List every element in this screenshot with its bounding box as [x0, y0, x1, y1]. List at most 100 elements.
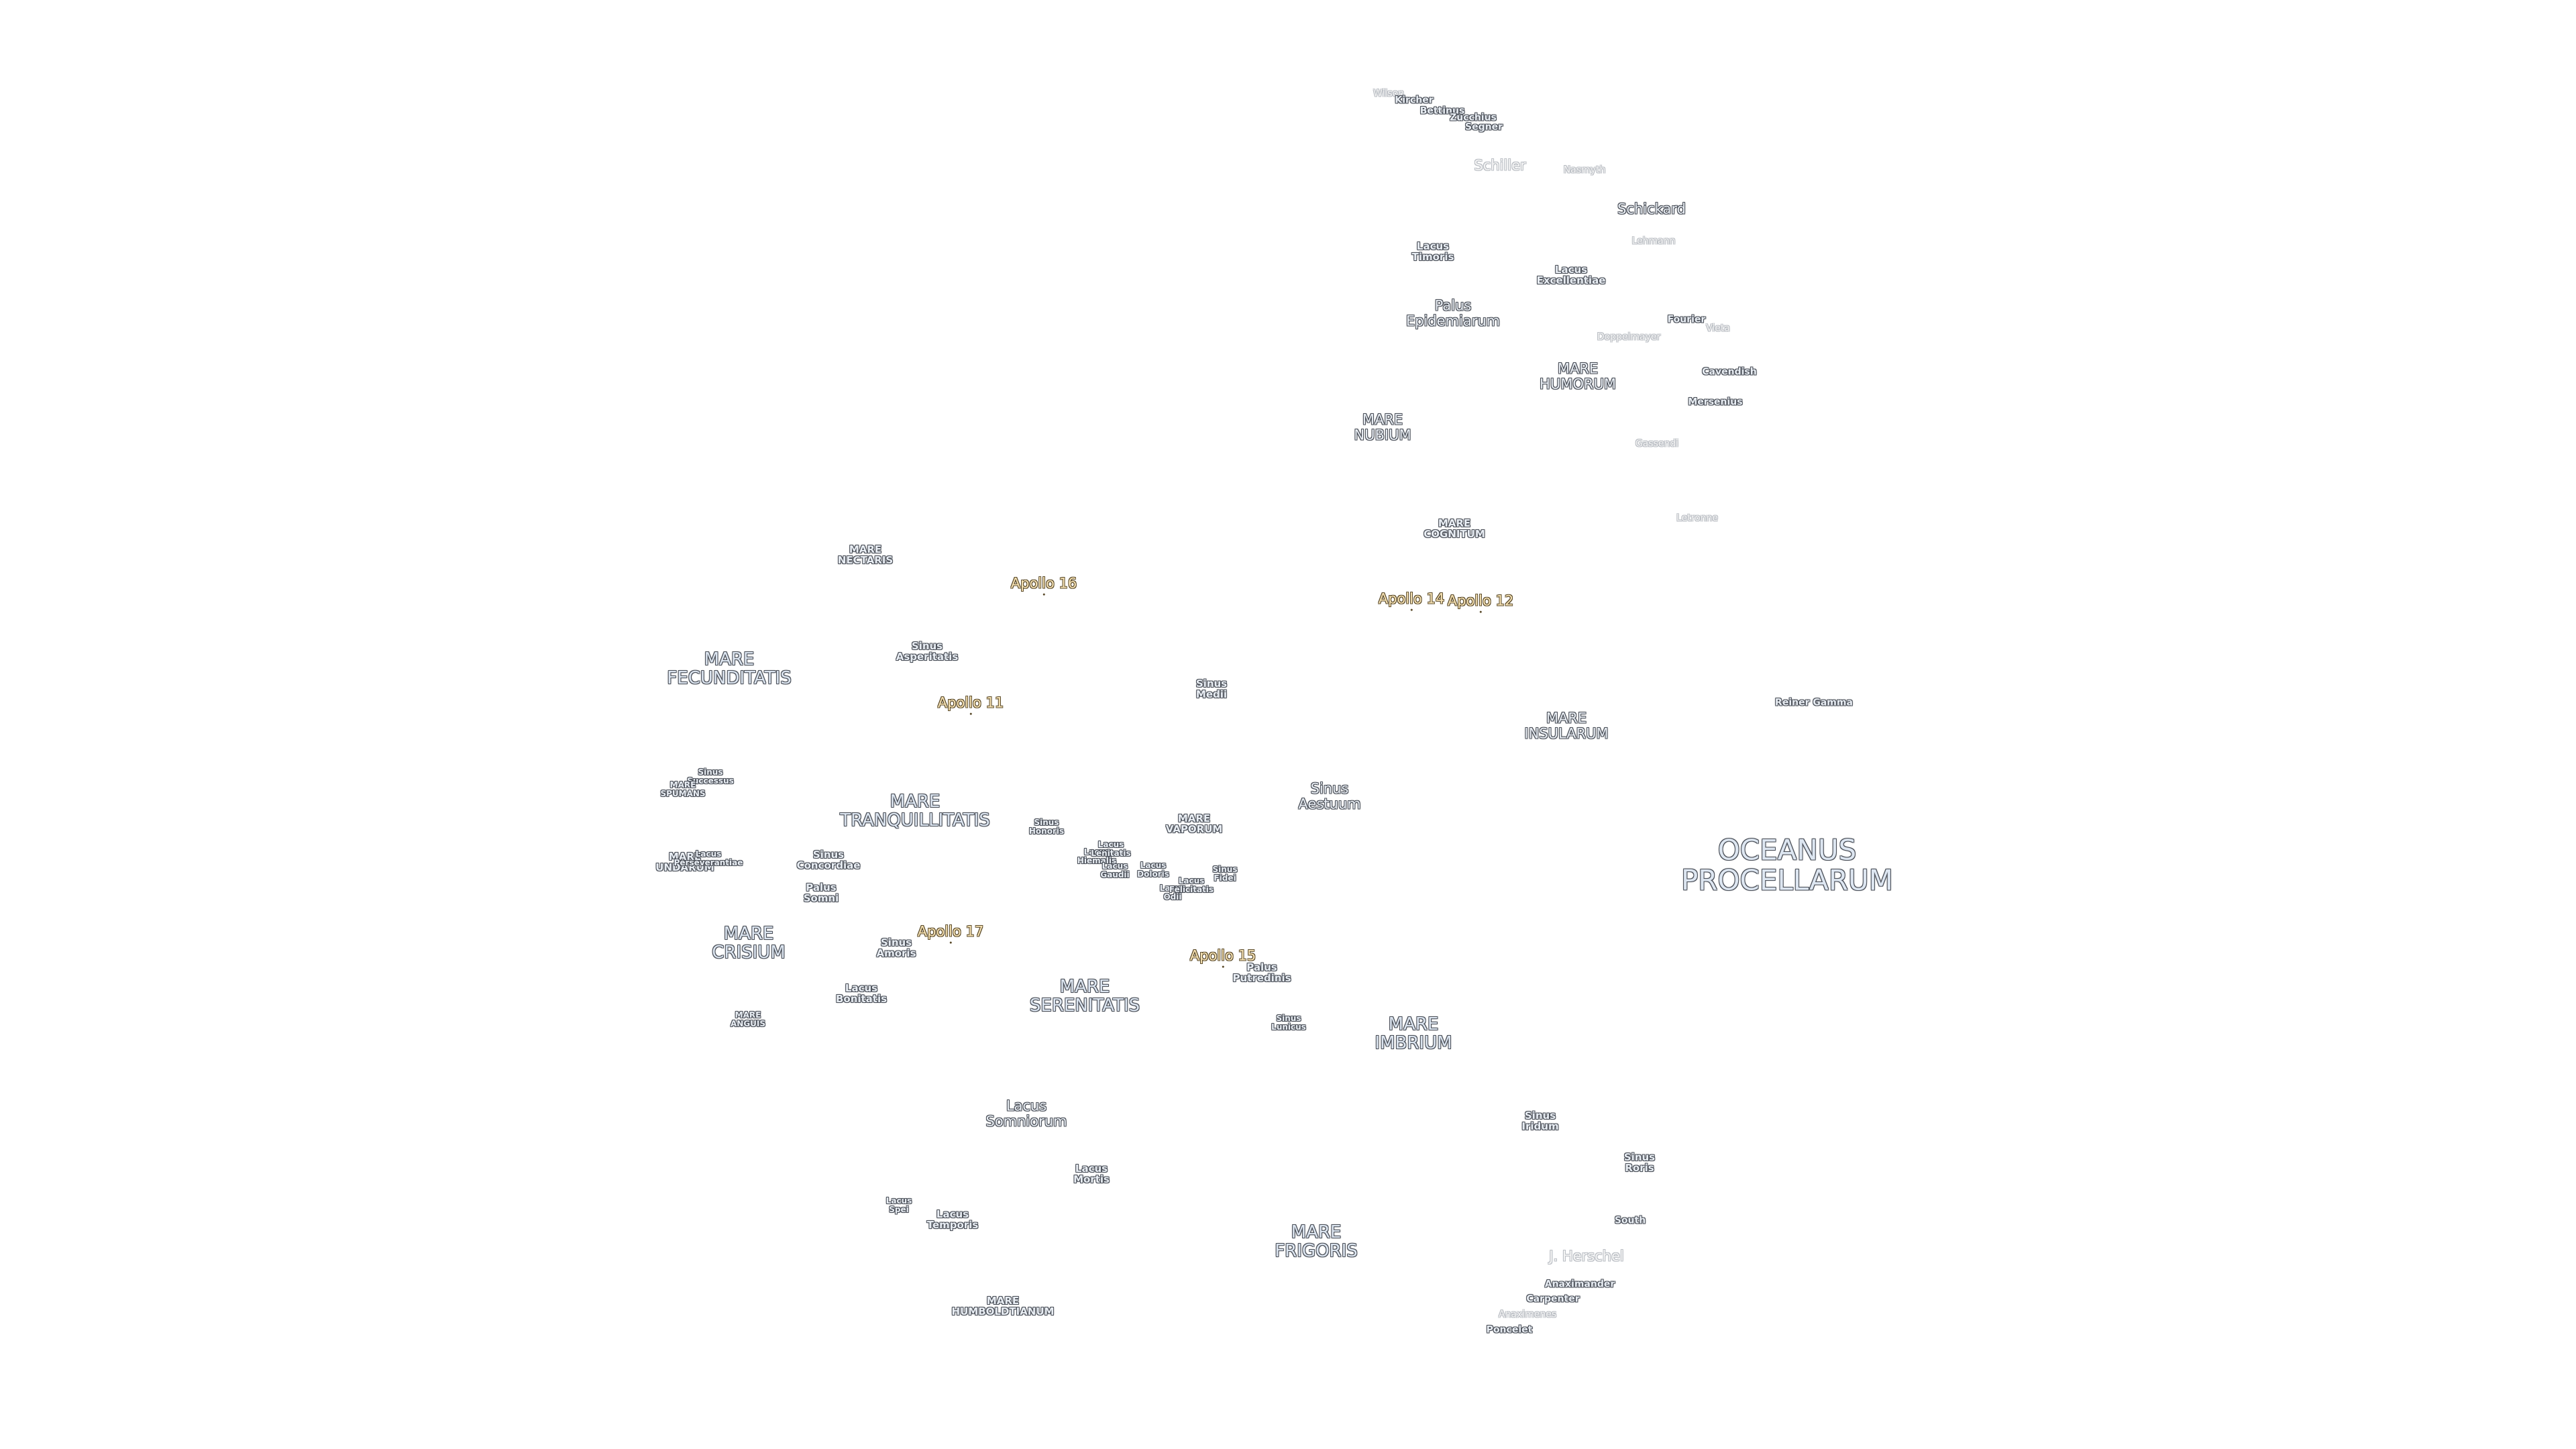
label-line: Felicitatis — [1169, 885, 1214, 894]
label-line: Lacus — [845, 981, 878, 994]
label-line: Apollo 12 — [1447, 592, 1514, 609]
label-line: Spei — [889, 1205, 909, 1214]
label-line: Honoris — [1028, 826, 1065, 836]
label-line: Apollo 15 — [1189, 947, 1256, 964]
label-cavendish: Cavendish — [1702, 367, 1756, 377]
label-apollo-15: Apollo 15 — [1189, 947, 1256, 967]
label-line: NECTARIS — [837, 554, 894, 566]
label-apollo-17: Apollo 17 — [917, 923, 984, 943]
label-line: Lacus — [885, 1196, 912, 1206]
label-line: INSULARUM — [1524, 725, 1609, 741]
label-line: Temporis — [926, 1219, 979, 1231]
label-line: Lacus — [936, 1208, 969, 1220]
label-fourier: Fourier — [1668, 315, 1706, 325]
label-mersenius: Mersenius — [1688, 397, 1742, 407]
label-line: TRANQUILLITATIS — [840, 810, 990, 830]
label-line: FECUNDITATIS — [667, 668, 792, 688]
label-line: MARE — [1059, 976, 1110, 997]
label-line: Sinus — [1524, 1109, 1556, 1122]
label-line: J. Herschel — [1549, 1248, 1624, 1265]
label-line: Lacus — [1140, 861, 1167, 871]
label-line: Mersenius — [1688, 396, 1743, 408]
label-line: Somniorum — [985, 1113, 1067, 1129]
label-line: MARE — [986, 1294, 1020, 1307]
label-line: MARE — [704, 649, 755, 669]
label-line: Lacus — [1097, 840, 1124, 850]
label-line: Lehmann — [1631, 235, 1676, 247]
label-apollo-12: Apollo 12 — [1447, 592, 1514, 612]
label-line: Roris — [1625, 1162, 1654, 1174]
label-line: Schiller — [1474, 157, 1526, 174]
label-line: HUMORUM — [1540, 376, 1616, 392]
label-line: MARE — [669, 780, 696, 790]
label-line: Iridum — [1521, 1120, 1559, 1132]
label-gassendi: Gassendi — [1635, 439, 1678, 449]
label-line: Putredinis — [1232, 972, 1291, 984]
label-kircher: Kircher — [1395, 95, 1433, 105]
label-line: Somni — [803, 892, 839, 904]
label-line: Apollo 17 — [917, 923, 984, 940]
label-line: MARE — [890, 791, 941, 812]
label-line: Sinus — [911, 639, 943, 652]
label-line: Sinus — [812, 848, 845, 861]
label-line: Reiner Gamma — [1775, 697, 1853, 708]
label-line: Lunicus — [1271, 1022, 1306, 1032]
label-line: Excellentiae — [1536, 274, 1606, 286]
label-anaximenes: Anaximenes — [1499, 1309, 1556, 1320]
label-bettinus: Bettinus — [1420, 106, 1465, 116]
label-line: Sinus — [1276, 1014, 1301, 1024]
label-line: Mortis — [1073, 1173, 1110, 1185]
label-line: NUBIUM — [1354, 427, 1411, 443]
label-line: Hiemalis — [1077, 856, 1117, 865]
label-line: Palus — [806, 881, 837, 894]
label-schickard: Schickard — [1617, 201, 1686, 217]
label-lehmann: Lehmann — [1631, 236, 1675, 246]
label-line: Cavendish — [1702, 366, 1757, 378]
label-line: Anaximenes — [1498, 1309, 1557, 1320]
label-line: Lacus — [1083, 847, 1110, 857]
label-line: Wilson — [1373, 88, 1405, 99]
label-line: MARE — [735, 1010, 761, 1020]
label-line: Concordiae — [796, 859, 861, 871]
label-line: Sinus — [1195, 677, 1228, 690]
label-line: MARE — [1438, 517, 1471, 529]
label-line: Lacus — [1102, 861, 1128, 871]
label-line: Nasmyth — [1563, 164, 1606, 176]
label-line: Aestuum — [1298, 796, 1361, 812]
label-line: Gaudii — [1100, 870, 1130, 879]
label-line: Lacus — [1159, 883, 1186, 894]
label-line: Sinus — [698, 767, 723, 777]
label-line: OCEANUS — [1717, 833, 1857, 867]
label-reiner-gamma: Reiner Gamma — [1775, 698, 1853, 708]
label-line: Doppelmayer — [1597, 331, 1661, 343]
label-line: Asperitatis — [896, 651, 959, 663]
label-line: Apollo 16 — [1010, 575, 1077, 592]
label-line: SERENITATIS — [1029, 996, 1140, 1016]
